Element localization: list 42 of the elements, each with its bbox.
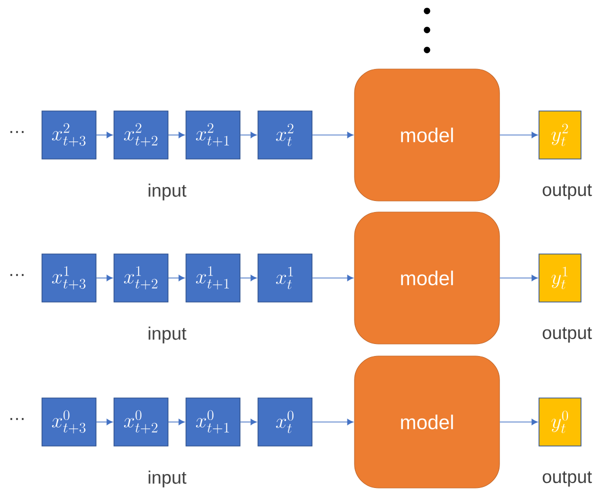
input-box: $x_{t}^{0}$	[258, 398, 312, 446]
input-box: $x_{t}^{2}$	[258, 110, 312, 160]
model-box: model	[354, 212, 500, 344]
arrow	[240, 132, 257, 138]
output-label: output	[542, 184, 592, 200]
arrow	[499, 132, 538, 138]
arrow	[96, 418, 113, 426]
input-box: $x_{t+1}^{1}$	[186, 254, 240, 302]
arrow	[240, 418, 257, 426]
output-label: output	[542, 327, 592, 343]
arrow	[168, 132, 185, 138]
input-box: $x_{t+2}^{1}$	[114, 254, 168, 302]
output-label: output	[542, 471, 592, 487]
arrow	[168, 274, 185, 282]
output-box: $y_{t}^{2}$	[538, 110, 582, 160]
arrow	[96, 274, 113, 282]
model-box: model	[354, 356, 500, 488]
input-box: $x_{t}^{1}$	[258, 254, 312, 302]
arrow	[312, 418, 354, 426]
input-box: $x_{t+3}^{1}$	[42, 254, 96, 302]
arrow	[312, 132, 354, 138]
output-box: $y_{t}^{1}$	[538, 254, 582, 302]
arrow	[240, 274, 257, 282]
arrow	[312, 274, 354, 282]
leading-ellipsis: …	[10, 274, 24, 276]
leading-ellipsis: …	[10, 131, 24, 133]
input-box: $x_{t+1}^{0}$	[186, 398, 240, 446]
input-box: $x_{t+2}^{2}$	[114, 110, 168, 160]
arrow	[168, 418, 185, 426]
arrow	[96, 132, 113, 138]
input-box: $x_{t+1}^{2}$	[186, 110, 240, 160]
input-box: $x_{t+3}^{2}$	[42, 110, 96, 160]
arrow	[499, 418, 538, 426]
input-box: $x_{t+3}^{0}$	[42, 398, 96, 446]
leading-ellipsis: …	[10, 418, 24, 420]
input-label: input	[148, 326, 186, 344]
model-box: model	[354, 68, 500, 202]
output-box: $y_{t}^{0}$	[538, 398, 582, 446]
input-label: input	[148, 184, 186, 200]
input-label: input	[148, 470, 186, 488]
input-box: $x_{t+2}^{0}$	[114, 398, 168, 446]
arrow	[499, 274, 538, 282]
